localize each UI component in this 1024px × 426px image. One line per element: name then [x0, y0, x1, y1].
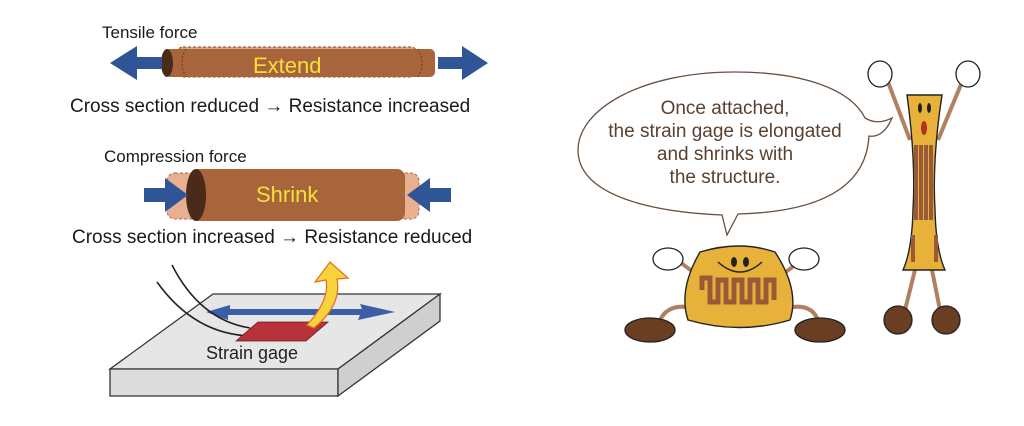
plate-front	[109, 368, 339, 397]
short-left-glove	[652, 247, 684, 271]
tensile-arrow-left	[110, 46, 162, 80]
tall-grid-pattern	[911, 145, 938, 262]
tall-mouth	[921, 121, 927, 135]
compression-rod	[190, 169, 405, 221]
tensile-rod-group	[110, 46, 488, 80]
strain-gage	[234, 321, 330, 342]
compression-caption: Cross section increased → Resistance red…	[72, 227, 473, 248]
short-left-shoe	[624, 317, 676, 343]
tall-left-arm	[886, 81, 912, 141]
tall-right-glove	[955, 60, 981, 88]
tall-left-shoe	[883, 305, 913, 335]
short-gage-character	[624, 245, 846, 343]
short-right-glove	[788, 247, 820, 271]
plate-side	[337, 292, 441, 398]
tall-right-leg	[930, 269, 942, 311]
compression-rod-end	[186, 169, 206, 221]
plate-group	[108, 261, 442, 398]
speech-bubble-shape	[577, 71, 894, 237]
compression-arrow-right	[407, 178, 451, 212]
short-right-shoe	[794, 317, 846, 343]
bubble-line-2: the strain gage is elongated	[608, 121, 842, 142]
tall-right-eye	[927, 103, 931, 113]
tensile-force-title: Tensile force	[102, 23, 198, 42]
bubble-line-3: and shrinks with	[656, 144, 794, 165]
gage-wire-2	[156, 281, 253, 337]
short-left-eye	[731, 257, 737, 267]
tall-left-glove	[867, 60, 893, 88]
short-grid-pattern	[699, 275, 777, 305]
short-right-eye	[743, 257, 749, 267]
compression-force-title: Compression force	[104, 147, 247, 166]
tall-right-arm	[936, 81, 964, 141]
short-body	[684, 245, 794, 329]
tensile-rod	[165, 49, 435, 77]
short-smile	[717, 261, 763, 273]
compression-arrow-left	[144, 178, 188, 212]
tall-right-shoe	[931, 305, 961, 335]
tensile-rod-end	[161, 49, 173, 77]
extend-label: Extend	[253, 53, 322, 78]
shrink-label: Shrink	[256, 182, 319, 207]
tensile-caption: Cross section reduced → Resistance incre…	[70, 96, 471, 117]
tall-left-eye	[918, 103, 922, 113]
compression-rod-group	[144, 169, 451, 221]
gage-wire-1	[171, 264, 251, 329]
bubble-line-4: the structure.	[669, 167, 781, 188]
bubble-line-1: Once attached,	[660, 98, 790, 119]
tall-gage-character	[867, 60, 981, 335]
tall-left-leg	[903, 269, 917, 311]
speech-bubble	[577, 71, 894, 237]
strain-direction-arrow	[206, 304, 395, 320]
strain-gage-label: Strain gage	[206, 343, 299, 363]
tensile-arrow-right	[438, 46, 488, 80]
speech-bubble-text: Once attached, the strain gage is elonga…	[590, 97, 860, 189]
signal-arrow	[305, 261, 350, 329]
